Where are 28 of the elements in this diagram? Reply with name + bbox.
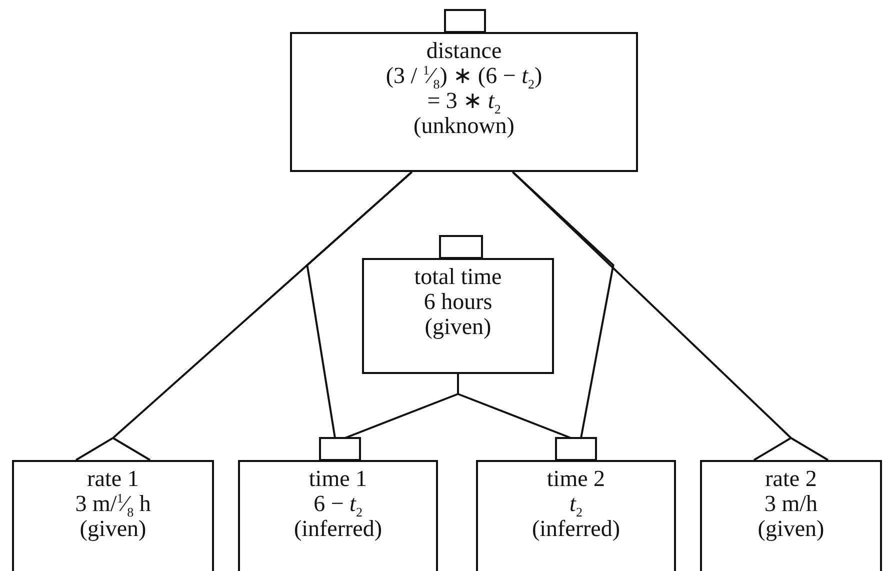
node-text: (unknown) [414, 113, 514, 138]
node-text: 6 − t$_{2}$ [314, 491, 362, 516]
node-box [362, 258, 554, 374]
node-text: (inferred) [532, 516, 620, 541]
node-box [12, 460, 214, 571]
node-text: 3 m/h [764, 491, 818, 516]
node-box [290, 32, 638, 172]
node-text: (inferred) [294, 516, 382, 541]
node-title: distance [426, 38, 502, 63]
node-title: rate 2 [765, 466, 817, 491]
node-title: time 2 [546, 466, 606, 491]
node-text: (3 / $^{1}$⁄$_{8}$) ∗ (6 − t$_{2}$) [386, 63, 542, 88]
connector-line [457, 374, 572, 439]
node-box [700, 460, 882, 571]
node-box [476, 460, 676, 571]
node-title: rate 1 [87, 466, 139, 491]
node-text: (given) [80, 516, 146, 541]
node-text: (given) [424, 314, 492, 339]
node-text: t$_{2}$ [570, 491, 582, 516]
node-title: total time [414, 264, 502, 289]
node-title: time 1 [308, 466, 368, 491]
node-text: 6 hours [424, 289, 492, 314]
node-text: 3 m/$^{1}$⁄$_{8}$ h [75, 491, 151, 516]
connector-line [512, 171, 829, 461]
connector-line [306, 171, 412, 438]
node-box [238, 460, 438, 571]
node-text: (given) [758, 516, 824, 541]
node-text: = 3 ∗ t$_{2}$ [427, 88, 501, 113]
